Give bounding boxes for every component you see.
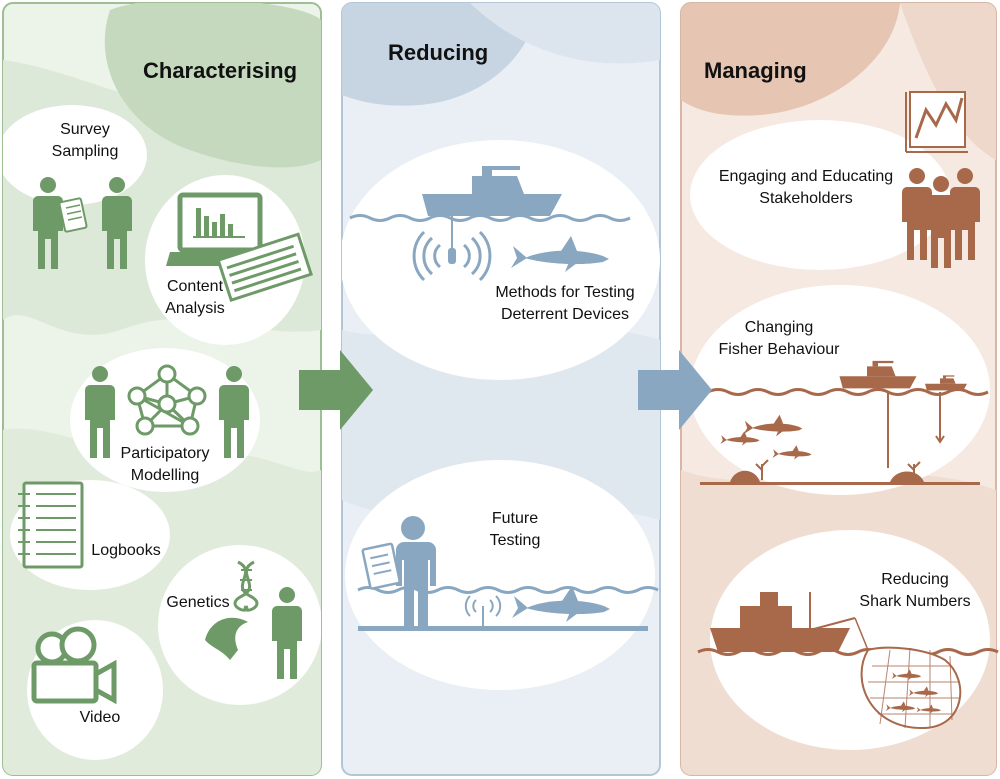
panel-title-reducing: Reducing xyxy=(388,40,489,65)
label-logbooks: Logbooks xyxy=(91,542,161,559)
shark-head-icon xyxy=(205,617,248,660)
arrow-reducing-to-managing xyxy=(638,350,712,430)
label-survey-sampling: Survey Sampling xyxy=(51,121,119,160)
logbook-icon xyxy=(18,481,84,569)
laptop-chart-icon xyxy=(166,192,313,303)
boat-deterrent-icon xyxy=(349,166,631,282)
dna-icon xyxy=(233,560,259,612)
panel-title-managing: Managing xyxy=(704,58,807,83)
label-participatory-modelling: Participatory Modelling xyxy=(120,445,210,484)
label-future-testing: Future Testing xyxy=(489,510,541,549)
fishing-boats-icon xyxy=(700,360,989,485)
survey-people-icon xyxy=(33,177,132,269)
label-content-analysis: Content Analysis xyxy=(165,278,225,317)
label-genetics: Genetics xyxy=(166,594,230,611)
stakeholders-icon xyxy=(902,91,980,268)
panel-reducing xyxy=(341,2,661,776)
label-engaging-stakeholders: Engaging and Educating Stakeholders xyxy=(718,168,894,207)
video-camera-icon xyxy=(31,626,117,705)
arrow-characterising-to-reducing xyxy=(299,350,373,430)
label-changing-fisher-behaviour: Changing Fisher Behaviour xyxy=(718,319,840,358)
panel-title-characterising: Characterising xyxy=(143,58,298,83)
label-video: Video xyxy=(79,709,121,726)
network-model-icon xyxy=(85,364,249,458)
shark-net-icon xyxy=(697,592,999,730)
label-reducing-shark-numbers: Reducing Shark Numbers xyxy=(859,571,971,610)
diver-shark-icon xyxy=(357,516,659,631)
label-methods-testing: Methods for Testing Deterrent Devices xyxy=(495,284,635,323)
